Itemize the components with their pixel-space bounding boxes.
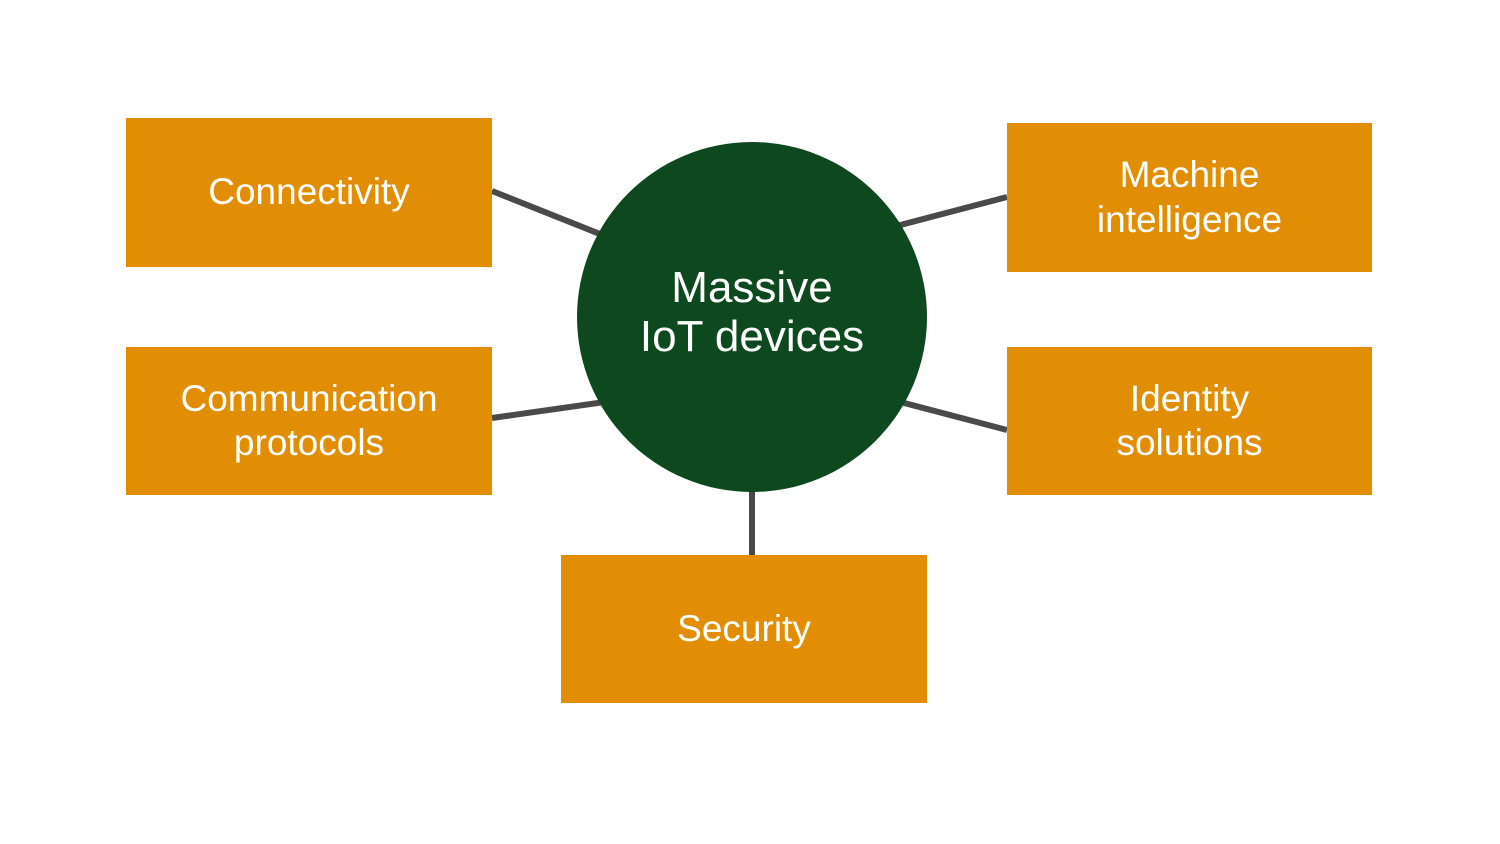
- node-identity-solutions: Identity solutions: [1007, 347, 1372, 495]
- hub-label: Massive IoT devices: [639, 262, 865, 361]
- node-machine-intelligence: Machine intelligence: [1007, 123, 1372, 272]
- hub-circle: [577, 142, 927, 492]
- node-connectivity-label: Connectivity: [208, 171, 410, 213]
- node-security-label: Security: [677, 607, 811, 649]
- node-communication-protocols: Communication protocols: [126, 347, 492, 495]
- node-connectivity: Connectivity: [126, 118, 492, 267]
- node-identity-solutions-label: Identity solutions: [1116, 377, 1263, 463]
- node-security: Security: [561, 555, 927, 703]
- node-machine-intelligence-label: Machine intelligence: [1096, 154, 1283, 240]
- node-communication-protocols-label: Communication protocols: [180, 377, 438, 463]
